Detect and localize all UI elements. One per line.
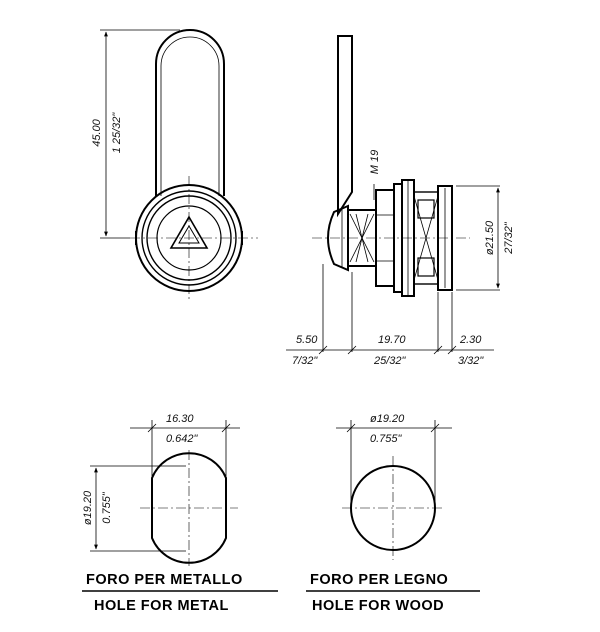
thread-label: M 19 xyxy=(369,150,381,174)
side-view: M 19 5.50 7/32" 19.70 25/32" 2.30 3/32" … xyxy=(286,35,515,367)
wood-caption-it: FORO PER LEGNO xyxy=(310,572,448,588)
wood-tick-l xyxy=(346,423,356,433)
metal-caption-it: FORO PER METALLO xyxy=(86,572,243,588)
cam-arm-outline xyxy=(155,29,225,196)
metal-dia-in-label: 0.755" xyxy=(101,491,113,524)
height-in-label: 1 25/32" xyxy=(111,112,123,154)
metal-dia-mm-label: ø19.20 xyxy=(82,490,94,525)
hole-for-metal: 16.30 0.642" ø19.20 0.755" FORO PER META… xyxy=(82,413,278,614)
body-in-label: 25/32" xyxy=(373,355,407,367)
metal-width-in-label: 0.642" xyxy=(166,433,199,445)
metal-tick-l xyxy=(147,423,157,433)
diameter-in-label: 27/32" xyxy=(503,221,515,255)
metal-width-mm-label: 16.30 xyxy=(166,413,194,425)
metal-tick-r xyxy=(221,423,231,433)
tick-4 xyxy=(447,345,457,355)
thread-tab-bottom xyxy=(417,257,435,277)
tick-1 xyxy=(318,345,328,355)
wood-dia-mm-label: ø19.20 xyxy=(370,413,405,425)
tick-2 xyxy=(347,345,357,355)
flange-in-label: 3/32" xyxy=(458,355,484,367)
cam-arm-inner-edge xyxy=(160,36,220,196)
hole-for-wood: ø19.20 0.755" FORO PER LEGNO HOLE FOR WO… xyxy=(306,413,480,614)
body-mm-label: 19.70 xyxy=(378,334,406,346)
wood-dia-in-label: 0.755" xyxy=(370,433,403,445)
flange-mm-label: 2.30 xyxy=(459,334,482,346)
metal-hole-outline xyxy=(151,452,227,564)
cam-plate xyxy=(337,35,353,218)
wood-tick-r xyxy=(430,423,440,433)
thread-tab-top xyxy=(417,199,435,219)
tick-3 xyxy=(433,345,443,355)
metal-caption-en: HOLE FOR METAL xyxy=(94,598,229,614)
diameter-mm-label: ø21.50 xyxy=(484,220,496,255)
height-mm-label: 45.00 xyxy=(91,118,103,146)
lock-head xyxy=(327,204,349,272)
head-in-label: 7/32" xyxy=(292,355,318,367)
head-mm-label: 5.50 xyxy=(296,334,318,346)
front-view: 45.00 1 25/32" xyxy=(91,29,258,300)
wood-caption-en: HOLE FOR WOOD xyxy=(312,598,444,614)
